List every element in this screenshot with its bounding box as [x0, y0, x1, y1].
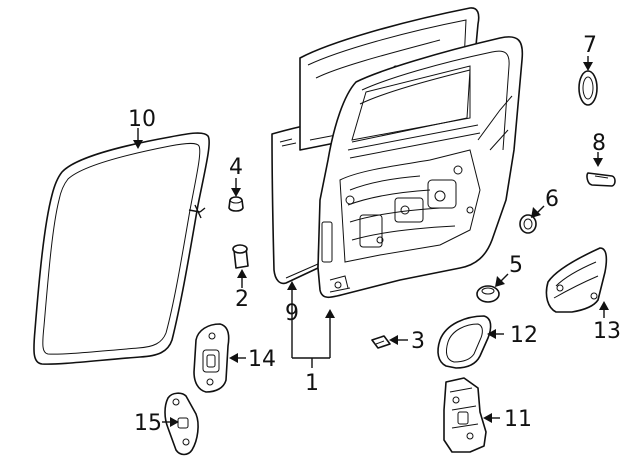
callout-1: 1	[305, 371, 319, 396]
part-13-cover	[545, 247, 608, 313]
callout-7: 7	[583, 33, 597, 58]
part-14-striker	[193, 323, 230, 393]
part-1-door-shell	[299, 7, 524, 299]
part-8-cap	[586, 172, 616, 187]
callout-12: 12	[510, 323, 538, 348]
part-10-weatherstrip	[33, 132, 210, 365]
part-15-plate	[164, 392, 199, 456]
part-6-grommet	[519, 214, 537, 234]
callout-2: 2	[235, 287, 249, 312]
callout-14: 14	[248, 347, 276, 372]
part-3-clip	[371, 335, 391, 349]
leader-lines	[133, 56, 609, 427]
callout-3: 3	[411, 329, 425, 354]
part-12-bezel	[437, 315, 492, 369]
part-11-lock	[443, 377, 487, 453]
callout-6: 6	[545, 187, 559, 212]
callout-10: 10	[128, 107, 156, 132]
callout-labels: 1 2 3 4 5 6 7 8 9 10 11 12 13 14 15	[128, 33, 621, 436]
callout-13: 13	[593, 319, 621, 344]
callout-15: 15	[134, 411, 162, 436]
callout-4: 4	[229, 155, 243, 180]
part-4-bumper	[228, 196, 244, 212]
callout-8: 8	[592, 131, 606, 156]
part-2-stop	[232, 244, 249, 269]
callout-11: 11	[504, 407, 532, 432]
callout-9: 9	[285, 301, 299, 326]
callout-5: 5	[509, 253, 523, 278]
part-5-bumper	[476, 285, 500, 303]
part-7-plug	[578, 70, 598, 106]
